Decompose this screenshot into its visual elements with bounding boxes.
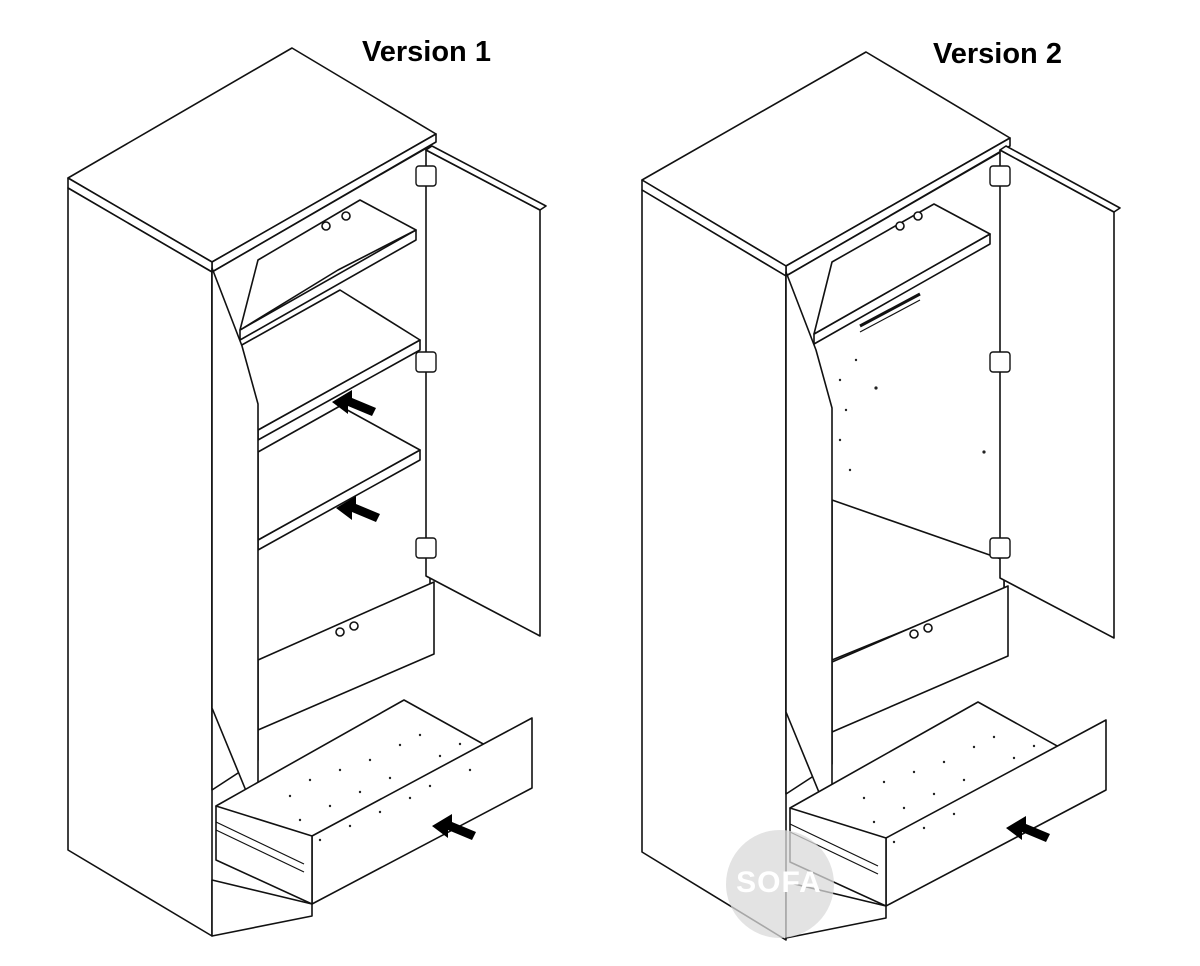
v1-top-knob xyxy=(341,211,351,221)
v1-arrow-shelf-3 xyxy=(336,496,380,522)
v2-left-side-panel xyxy=(641,189,787,941)
v2-arrow-drawer xyxy=(1006,816,1050,842)
v1-right-door-edge xyxy=(425,145,547,211)
v1-base xyxy=(211,879,313,937)
v1-left-side-panel xyxy=(67,187,213,937)
wardrobe-version-1 xyxy=(67,47,547,937)
v1-drawer-rail xyxy=(215,829,305,873)
v1-right-door xyxy=(425,149,541,637)
v2-hanging-rail xyxy=(859,292,921,328)
v2-top-knob xyxy=(895,221,905,231)
v1-hinge xyxy=(415,537,437,559)
watermark-logo xyxy=(726,830,834,938)
v1-shelf-1-top xyxy=(239,199,417,331)
v1-drawer-knob xyxy=(349,621,359,631)
v1-drawer-knob xyxy=(335,627,345,637)
version-2-label: Version 2 xyxy=(933,38,1062,70)
v1-shelf-1 xyxy=(239,229,417,341)
v2-dots xyxy=(838,358,1036,844)
wardrobe-version-2 xyxy=(641,51,1121,941)
v1-top-knob xyxy=(321,221,331,231)
v2-drawer-knob xyxy=(923,623,933,633)
v2-right-door xyxy=(999,149,1115,639)
watermark-text: SOFA xyxy=(736,866,822,899)
v1-drawer-rail xyxy=(215,821,305,865)
v2-hinge xyxy=(989,537,1011,559)
v1-drawer-dots xyxy=(288,733,472,842)
v2-drawer-knob xyxy=(909,629,919,639)
v1-left-door xyxy=(211,267,259,821)
v2-hinge xyxy=(989,351,1011,373)
v2-hanging-rail xyxy=(859,299,921,333)
version-1-label: Version 1 xyxy=(362,36,491,68)
v2-drawer-rail xyxy=(789,823,879,867)
v2-top-knob xyxy=(913,211,923,221)
v2-left-door xyxy=(785,271,833,825)
v2-hinge xyxy=(989,165,1011,187)
v1-hinge xyxy=(415,351,437,373)
v2-right-door-edge xyxy=(999,145,1121,213)
v1-arrow-shelf-2 xyxy=(332,390,376,416)
v2-top-shelf-top xyxy=(813,203,991,335)
v1-hinge xyxy=(415,165,437,187)
v1-arrow-drawer xyxy=(432,814,476,840)
